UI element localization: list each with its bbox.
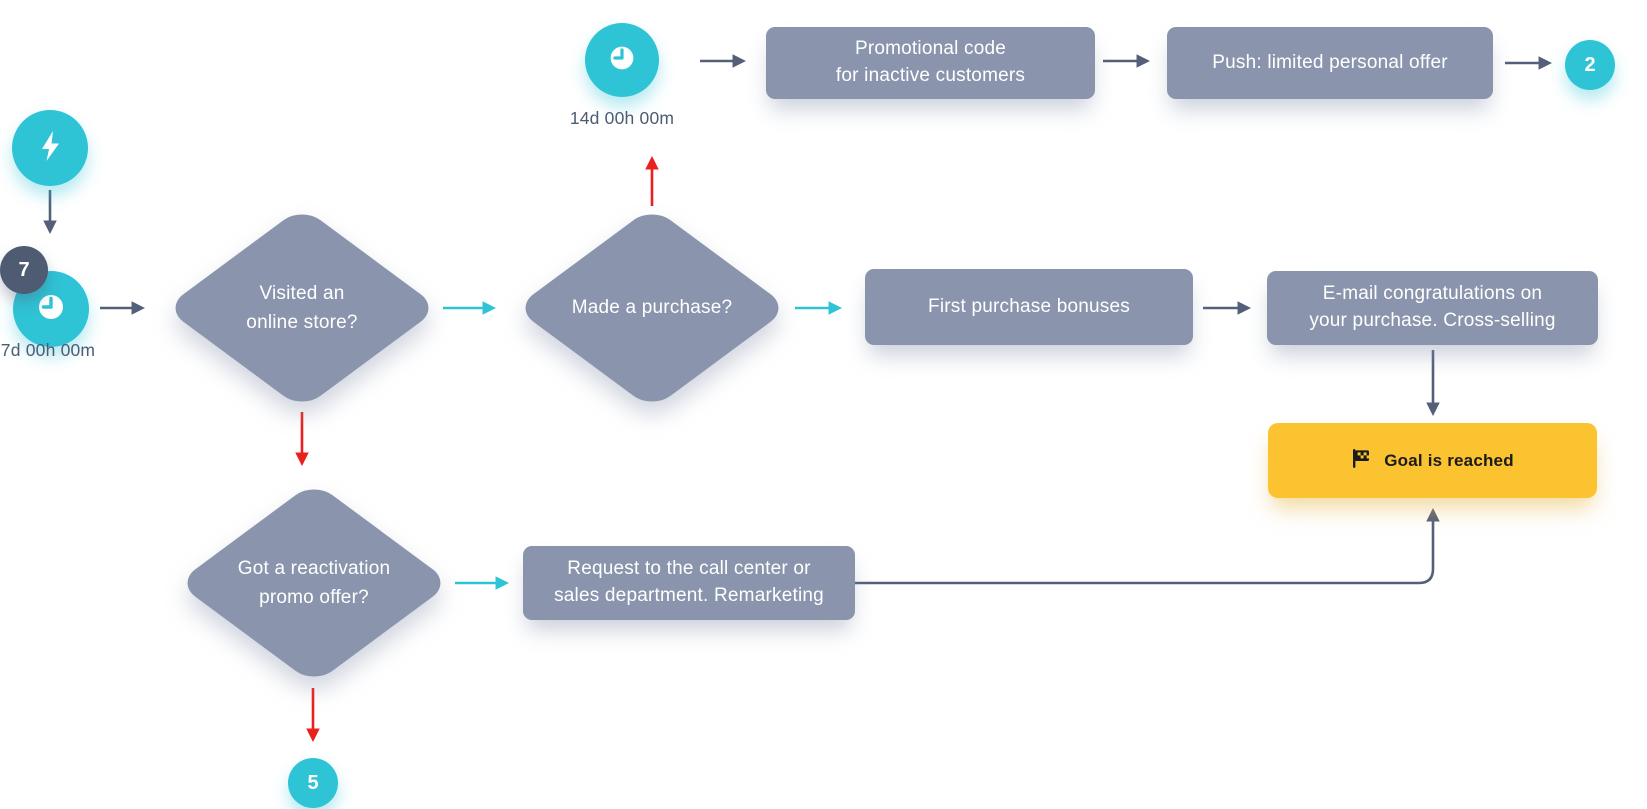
decision-purchase-label: Made a purchase? <box>571 297 733 319</box>
delay-7d-badge-count: 7 <box>18 258 30 281</box>
action-email-line2: your purchase. Cross-selling <box>1309 310 1556 331</box>
action-call-center-line1: Request to the call center or <box>567 558 811 580</box>
action-push-offer[interactable]: Push: limited personal offer <box>1167 27 1493 99</box>
lightning-icon <box>33 128 67 169</box>
action-email-congrats[interactable]: E-mail congratulations on your purchase.… <box>1267 271 1598 345</box>
exit-node-5-count: 5 <box>307 771 319 794</box>
action-email-line1: E-mail congratulations on <box>1322 283 1543 305</box>
trigger-node[interactable] <box>12 110 88 186</box>
action-call-center[interactable]: Request to the call center or sales depa… <box>523 546 855 620</box>
delay-7d-node[interactable] <box>13 271 89 347</box>
decision-made-purchase[interactable]: Made a purchase? <box>514 206 790 410</box>
exit-node-2-count: 2 <box>1584 53 1596 76</box>
action-promo-code-line1: Promotional code <box>854 38 1007 60</box>
exit-node-2[interactable]: 2 <box>1565 40 1615 90</box>
clock-icon <box>604 40 640 81</box>
decision-visited-store[interactable]: Visited an online store? <box>164 206 440 410</box>
action-first-bonus-label: First purchase bonuses <box>928 295 1130 317</box>
delay-14d-label: 14d 00h 00m <box>569 108 675 128</box>
delay-14d-node[interactable] <box>585 23 659 97</box>
decision-visited-line1: Visited an <box>259 282 345 304</box>
clock-icon <box>32 288 70 331</box>
goal-node[interactable]: Goal is reached <box>1268 423 1597 498</box>
checkered-flag-icon <box>1351 448 1372 474</box>
goal-label: Goal is reached <box>1384 450 1514 470</box>
delay-7d-label: 7d 00h 00m <box>0 340 96 360</box>
decision-reactivation-line2: promo offer? <box>259 587 369 608</box>
connector-callcenter-to-goal <box>855 507 1440 585</box>
action-push-offer-label: Push: limited personal offer <box>1212 51 1448 73</box>
action-promo-code-line2: for inactive customers <box>835 65 1026 86</box>
decision-visited-line2: online store? <box>246 312 358 333</box>
decision-reactivation-offer[interactable]: Got a reactivation promo offer? <box>176 481 452 685</box>
exit-node-5[interactable]: 5 <box>288 758 338 808</box>
delay-7d-badge: 7 <box>0 246 48 294</box>
action-call-center-line2: sales department. Remarketing <box>554 585 824 606</box>
decision-reactivation-line1: Got a reactivation <box>237 557 391 579</box>
action-promo-code[interactable]: Promotional code for inactive customers <box>766 27 1095 99</box>
action-first-bonus[interactable]: First purchase bonuses <box>865 269 1193 345</box>
